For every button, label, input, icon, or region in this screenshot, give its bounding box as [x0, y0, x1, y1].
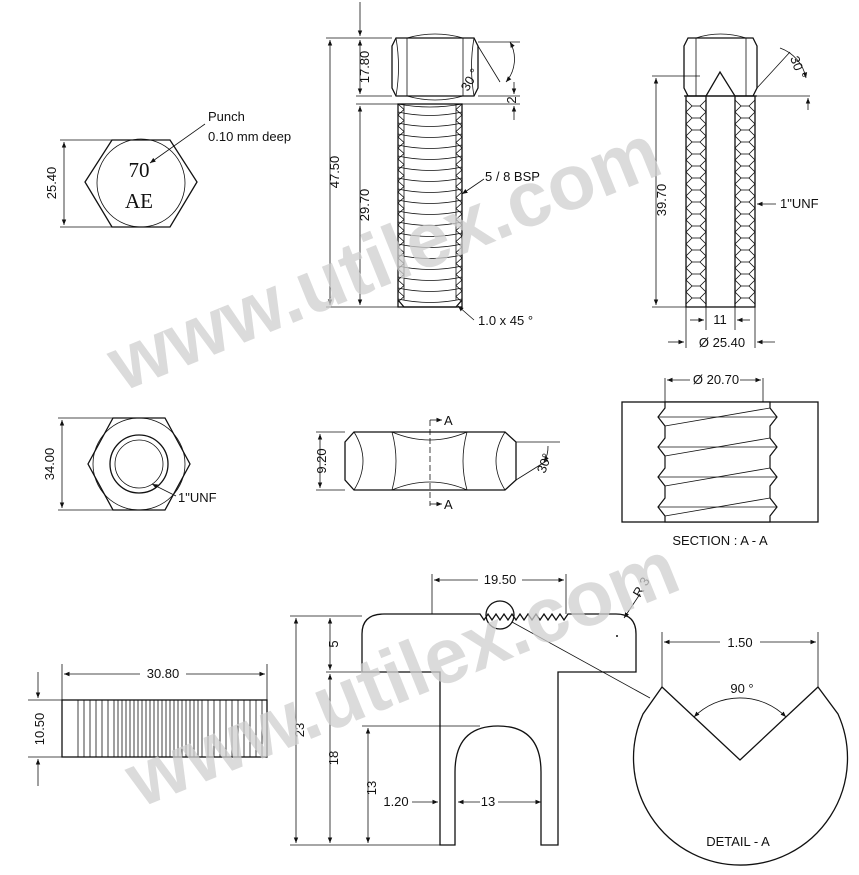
dim-head-height: 17.80 [357, 51, 372, 84]
mark-line-2: AE [125, 189, 153, 213]
dim-bolt-dia: Ø 25.40 [699, 335, 745, 350]
section-thread-flank [699, 99, 707, 305]
watermark: www.utilex.com www.utilex.com [94, 106, 690, 824]
thread-flank-left [397, 103, 405, 303]
knurled-part: 30.80 10.50 [28, 664, 268, 786]
chamfer-note: 1.0 x 45 ° [478, 313, 533, 328]
dim-bore-length: 39.70 [654, 184, 669, 217]
section-thread-flank [685, 99, 693, 305]
dim-teeth-length: 19.50 [484, 572, 517, 587]
detail-label: DETAIL - A [706, 834, 770, 849]
dim-wall: 1.20 [383, 794, 408, 809]
thread-spec-unf: 1"UNF [780, 196, 819, 211]
dim-bolt-total: 47.50 [327, 156, 342, 189]
dim-slot-height: 13 [364, 781, 379, 795]
hex-head-view: 70 AE 25.40 Punch 0.10 mm deep [44, 109, 291, 228]
dim-nut-height: 9.20 [314, 448, 329, 473]
dim-jaw-height: 23 [292, 723, 307, 737]
thread-line [397, 166, 463, 171]
dim-section-dia: Ø 20.70 [693, 372, 739, 387]
thread-spec-bsp: 5 / 8 BSP [485, 169, 540, 184]
nut-face-view: 34.00 1"UNF [42, 417, 217, 511]
dim-top-thickness: 5 [326, 640, 341, 647]
section-marker-top: A [444, 413, 453, 428]
section-thread-flank [734, 99, 742, 305]
dim-thread-length: 29.70 [357, 189, 372, 222]
bolt-section-view: 39.70 30 ° 1"UNF 11 Ø 25.40 [652, 33, 819, 350]
mark-line-1: 70 [129, 158, 150, 182]
punch-depth-note: 0.10 mm deep [208, 129, 291, 144]
detail-a-view: 1.50 90 ° DETAIL - A [632, 632, 849, 866]
nut-thread-spec: 1"UNF [178, 490, 217, 505]
dim-gap: 2 [504, 96, 519, 103]
nut-chamfer-angle: 30° [534, 451, 555, 475]
section-label: SECTION : A - A [672, 533, 768, 548]
dim-hex-width: 25.40 [44, 167, 59, 200]
thread-line [397, 298, 463, 303]
thread-line [397, 133, 463, 138]
dim-detail-width: 1.50 [727, 635, 752, 650]
dim-knurl-length: 30.80 [147, 666, 180, 681]
watermark-bottom: www.utilex.com [112, 522, 690, 824]
dim-nut-width: 34.00 [42, 448, 57, 481]
thread-line [397, 122, 463, 127]
punch-note: Punch [208, 109, 245, 124]
section-a-a-view: Ø 20.70 SECTION : A - A [621, 370, 819, 548]
jaw-part: 19.50 R 3 23 5 18 13 1.20 13 [290, 570, 653, 846]
thread-flank-right [455, 103, 463, 303]
section-thread-flank [748, 99, 756, 305]
thread-line [397, 155, 463, 160]
detail-angle: 90 ° [730, 681, 753, 696]
watermark-top: www.utilex.com [94, 106, 672, 408]
dim-leg-height: 18 [326, 751, 341, 765]
section-marker-bottom: A [444, 497, 453, 512]
thread-line [397, 144, 463, 149]
section-chamfer-angle: 30 ° [787, 54, 809, 81]
nut-side-view: A A 9.20 30° [314, 413, 560, 512]
dim-bore-dia: 11 [713, 312, 727, 327]
dim-knurl-height: 10.50 [32, 713, 47, 746]
bolt-side-view: 47.50 17.80 29.70 2 30 ° 5 / 8 BSP 1.0 x… [326, 2, 540, 328]
dim-slot-width: 13 [481, 794, 495, 809]
thread-line [397, 111, 463, 116]
